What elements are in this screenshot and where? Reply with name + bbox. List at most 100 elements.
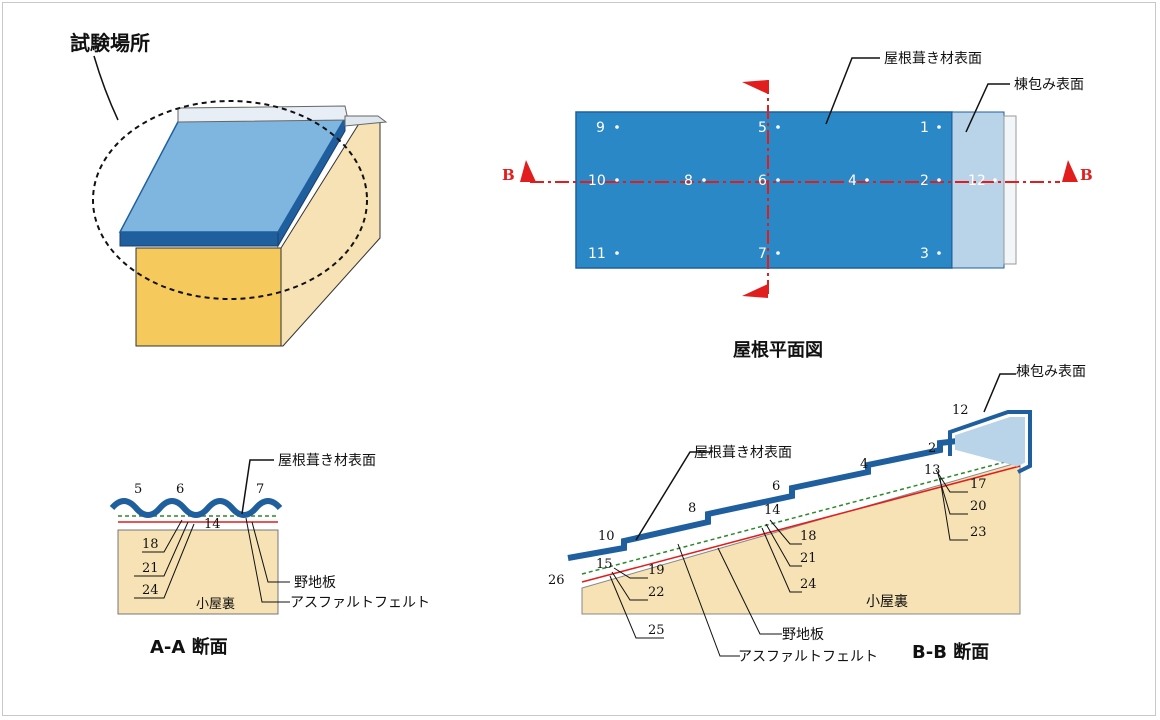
plan-point-6: 6: [758, 173, 780, 189]
bb-ridge-surface-leader: [983, 373, 1016, 413]
bb-leader-22: [611, 571, 648, 601]
plan-title: 屋根平面図: [733, 339, 823, 361]
plan-point-4: 4: [848, 173, 869, 189]
plan-point-dot-3: [937, 251, 941, 255]
plan-point-5: 5: [758, 120, 780, 136]
test-location-3d-view: 試験場所: [70, 31, 388, 347]
roof-edge: [119, 231, 279, 247]
plan-point-8: 8: [684, 173, 706, 189]
aa-number-6: 6: [176, 482, 184, 497]
plan-point-label-12: 12: [968, 173, 986, 189]
aa-felt-label: アスファルトフェルト: [290, 595, 430, 611]
plan-point-9: 9: [596, 120, 619, 136]
bb-leader-17: [935, 469, 968, 493]
plan-point-dot-6: [776, 178, 780, 182]
aa-roof-surface-label: 屋根葺き材表面: [278, 453, 376, 469]
aa-sheathing-leader: [251, 521, 290, 583]
bb-number-26: 26: [548, 573, 565, 588]
bb-number-24: 24: [800, 577, 817, 592]
bb-stepped-roof: [567, 433, 1001, 561]
plan-point-dot-12: [993, 178, 997, 182]
plan-point-2: 2: [920, 173, 941, 189]
section-b-label-left: B: [502, 166, 515, 184]
roof-surface-leader-plan: [825, 57, 880, 125]
plan-point-dot-8: [702, 178, 706, 182]
bb-number-14: 14: [764, 503, 781, 518]
aa-number-21: 21: [142, 561, 159, 576]
bb-number-17: 17: [970, 477, 987, 492]
bb-leader-21: [765, 523, 802, 567]
bb-number-12: 12: [952, 403, 969, 418]
plan-point-label-3: 3: [920, 246, 929, 262]
bb-number-15: 15: [596, 557, 613, 572]
bb-leader-24: [761, 527, 802, 593]
plan-point-dot-2: [937, 178, 941, 182]
bb-ridge-cap-inner: [955, 417, 1025, 467]
plan-point-7: 7: [758, 246, 780, 262]
aa-number-7: 7: [256, 482, 264, 497]
aa-corrugated-roof: [109, 498, 283, 518]
plan-point-label-7: 7: [758, 246, 767, 262]
aa-number-5: 5: [134, 482, 142, 497]
plan-point-dot-11: [615, 251, 619, 255]
bb-number-23: 23: [970, 525, 987, 540]
aa-title: A-A 断面: [150, 636, 228, 658]
section-arrow-a-bottom: [742, 284, 768, 298]
plan-point-label-5: 5: [758, 120, 767, 136]
plan-point-label-10: 10: [588, 173, 606, 189]
bb-number-22: 22: [648, 585, 665, 600]
bb-number-10: 10: [598, 529, 615, 544]
test-location-label: 試験場所: [70, 31, 150, 55]
bb-sheathing-label: 野地板: [782, 627, 824, 643]
test-area-circle: [92, 100, 368, 300]
bb-number-6: 6: [772, 479, 780, 494]
plan-point-label-4: 4: [848, 173, 857, 189]
bb-title: B-B 断面: [912, 641, 989, 663]
plan-point-10: 10: [588, 173, 619, 189]
bb-attic-label: 小屋裏: [866, 593, 908, 610]
bb-leader-25: [609, 575, 664, 639]
bb-number-4: 4: [860, 457, 868, 472]
bb-board-line: [581, 465, 1021, 583]
bb-leader-23: [939, 477, 968, 541]
bb-sheathing-leader: [717, 547, 782, 635]
bb-roof-surface-leader: [635, 451, 712, 541]
plan-point-label-11: 11: [588, 246, 606, 262]
plan-point-label-8: 8: [684, 173, 693, 189]
section-aa-view: 5 6 7 14 18 21 24 屋根葺き材表面 野地板 アスファルトフェルト…: [109, 453, 430, 658]
plan-point-1: 1: [920, 120, 941, 136]
aa-number-24: 24: [142, 583, 159, 598]
plan-point-3: 3: [920, 246, 941, 262]
bb-felt-line: [581, 457, 1021, 575]
bb-leader-18: [769, 519, 802, 545]
plan-point-label-2: 2: [920, 173, 929, 189]
bb-ridge-cap-outer: [948, 410, 1032, 474]
roof-plan-view: B B 1 2 3 4 5 6 7 8 9 10 11 12 屋根葺き材表面 棟…: [502, 51, 1093, 361]
section-bb-view: 屋根葺き材表面 棟包み表面 12 2 4 6 8 10 26 13 14 15 …: [548, 364, 1086, 665]
aa-felt-leader: [245, 517, 290, 603]
aa-sheathing-label: 野地板: [294, 575, 336, 591]
aa-number-18: 18: [142, 537, 159, 552]
ridge-cap: [177, 105, 349, 123]
aa-roof-surface-leader: [241, 459, 274, 515]
plan-point-12: 12: [968, 173, 997, 189]
plan-point-dot-10: [615, 178, 619, 182]
bb-number-19: 19: [648, 563, 665, 578]
bb-number-8: 8: [688, 501, 696, 516]
bb-leader-19: [613, 567, 648, 579]
aa-number-14: 14: [204, 517, 221, 532]
plan-point-label-1: 1: [920, 120, 929, 136]
plan-point-11: 11: [588, 246, 619, 262]
bb-felt-leader: [677, 543, 740, 657]
bb-roof-surface-label: 屋根葺き材表面: [694, 445, 792, 461]
ridge-cap-end: [344, 115, 388, 127]
aa-leader-24: [134, 523, 195, 599]
roof-surface-label-plan: 屋根葺き材表面: [884, 51, 982, 67]
plan-point-label-6: 6: [758, 173, 767, 189]
ridge-plan-edge: [1003, 115, 1017, 265]
bb-number-18: 18: [800, 529, 817, 544]
aa-leader-18: [142, 519, 183, 553]
